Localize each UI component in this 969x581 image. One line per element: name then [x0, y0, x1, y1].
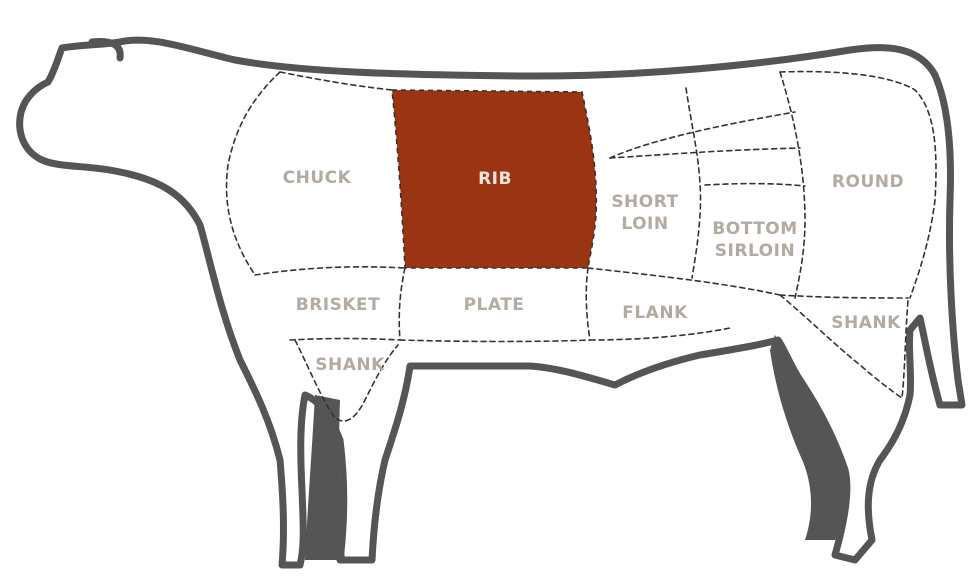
chuck-bottom-line — [255, 267, 405, 275]
flank-top-line — [588, 268, 780, 295]
brisket-right-line — [399, 268, 405, 340]
short-loin-right-line — [686, 88, 701, 278]
hind-shank-top-line — [780, 295, 908, 298]
label-front-shank: SHANK — [315, 355, 385, 375]
label-round: ROUND — [832, 172, 904, 192]
far-hindleg — [770, 335, 848, 540]
tenderloin-line-top — [610, 112, 795, 158]
label-brisket: BRISKET — [296, 295, 381, 315]
sirloin-top-line — [705, 184, 805, 186]
label-plate: PLATE — [464, 295, 525, 315]
label-short-loin-line2: LOIN — [621, 214, 668, 234]
tenderloin-line-bottom — [610, 148, 800, 158]
label-short-loin-line1: SHORT — [611, 192, 678, 212]
label-hind-shank: SHANK — [831, 313, 901, 333]
label-chuck: CHUCK — [283, 168, 352, 188]
plate-bottom-line — [400, 340, 590, 342]
label-bottom-sirloin-line2: SIRLOIN — [715, 241, 795, 261]
label-bottom-sirloin-line1: BOTTOM — [712, 219, 797, 239]
flank-bottom-line — [590, 328, 730, 340]
front-shank-outline — [295, 340, 398, 421]
plate-flank-divider — [586, 268, 590, 340]
brisket-bottom-line — [290, 339, 400, 341]
ear — [92, 42, 120, 58]
sirloin-right-line — [780, 72, 805, 298]
chuck-boundary — [227, 72, 280, 275]
label-flank: FLANK — [622, 303, 688, 323]
label-rib: RIB — [478, 169, 512, 189]
